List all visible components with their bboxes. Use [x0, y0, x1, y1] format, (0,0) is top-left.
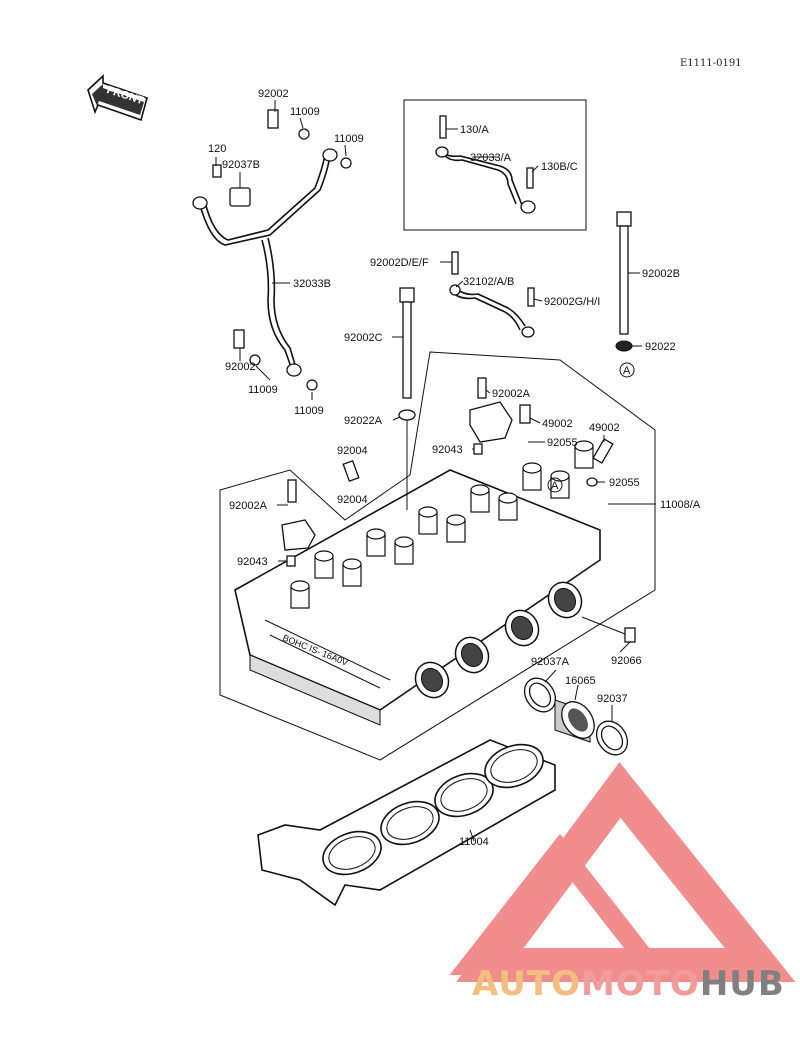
label-11009-d: 11009 [294, 405, 324, 417]
watermark-logo: AUTOMOTOHUB [449, 762, 796, 1004]
gasket-bore [380, 800, 440, 846]
intake-port [547, 581, 583, 619]
cam-journal [498, 492, 518, 521]
label-92002GHI: 92002G/H/I [544, 296, 600, 308]
intake-holder-16065 [554, 699, 595, 743]
label-92004-b: 92004 [337, 494, 368, 506]
gasket-bore [322, 830, 382, 876]
stud-92002B: A [615, 211, 635, 378]
label-120: 120 [208, 143, 226, 155]
label-92037A: 92037A [531, 656, 570, 668]
part-labels: 92002 11009 11009 120 92037B 32033B 9200… [208, 88, 701, 848]
label-92002B: 92002B [642, 268, 680, 280]
stud-92002C [398, 287, 416, 421]
gasket-bore [484, 743, 544, 789]
cam-journal [366, 528, 386, 557]
cam-journal [446, 514, 466, 543]
watermark-part-hub: HUB [700, 964, 785, 1004]
oil-pipe-32033B [192, 109, 352, 391]
cam-journal [550, 470, 570, 499]
label-92022A: 92022A [344, 415, 383, 427]
label-92055-b: 92055 [609, 477, 640, 489]
label-92043-b: 92043 [237, 556, 268, 568]
cam-journal [314, 550, 334, 579]
label-130BC: 130B/C [541, 161, 578, 173]
label-92002-top: 92002 [258, 88, 289, 100]
label-92002DEF: 92002D/E/F [370, 257, 429, 269]
label-11004: 11004 [459, 836, 489, 848]
front-arrow-icon: FRONT [87, 74, 148, 122]
cam-journal [418, 506, 438, 535]
intake-port [414, 661, 450, 699]
label-92002A-a: 92002A [492, 388, 531, 400]
label-92043-a: 92043 [432, 444, 463, 456]
label-92066: 92066 [611, 655, 642, 667]
cam-journal [394, 536, 414, 565]
label-11009-c: 11009 [248, 384, 278, 396]
circle-ref-a1: A [623, 365, 631, 377]
label-32033A: 32033/A [470, 152, 512, 164]
label-92002A-b: 92002A [229, 500, 268, 512]
watermark-part-moto: MOTO [581, 964, 700, 1004]
cylinder-head: BOHC IS- 16A0V [234, 440, 601, 726]
label-92037B: 92037B [222, 159, 260, 171]
head-gasket-11004 [257, 739, 556, 907]
gasket-bores [322, 743, 544, 876]
cam-journal [342, 558, 362, 587]
watermark-part-auto: AUTO [472, 964, 581, 1004]
watermark-text-1: AUTOMOTOHUB [472, 964, 785, 1004]
label-130A: 130/A [460, 124, 489, 136]
cam-journal [522, 462, 542, 491]
diagram-code: E1111-0191 [680, 58, 742, 69]
label-32033B: 32033B [293, 278, 331, 290]
circle-ref-a2: A [551, 480, 559, 492]
label-49002-b: 49002 [589, 422, 620, 434]
label-11008A: 11008/A [660, 499, 701, 511]
label-92055-a: 92055 [547, 437, 578, 449]
cam-journal [574, 440, 594, 469]
assembly-boundary [219, 351, 656, 761]
label-92037: 92037 [597, 693, 628, 705]
camshaft-journals [290, 440, 594, 609]
label-11009-b: 11009 [334, 133, 364, 145]
label-92004-a: 92004 [337, 445, 368, 457]
inset-box [403, 99, 587, 231]
label-32102AB: 32102/A/B [463, 276, 514, 288]
intake-clamp-92037A [523, 677, 557, 713]
intake-port [504, 609, 540, 647]
label-92002C: 92002C [344, 332, 383, 344]
oil-pipe-32033A [435, 115, 536, 214]
label-49002-a: 49002 [542, 418, 573, 430]
leader-lines [215, 100, 656, 842]
intake-clamp-92037 [595, 720, 629, 756]
small-parts: A [281, 377, 636, 643]
label-11009-a: 11009 [290, 106, 320, 118]
oil-pipe-32102 [449, 251, 535, 338]
watermark-triangle-icon [449, 762, 796, 982]
label-16065: 16065 [565, 675, 596, 687]
label-92022: 92022 [645, 341, 676, 353]
cam-journal [290, 580, 310, 609]
intake-port [454, 636, 490, 674]
intake-ports [414, 581, 583, 699]
label-92002-mid: 92002 [225, 361, 256, 373]
cam-journal [470, 484, 490, 513]
